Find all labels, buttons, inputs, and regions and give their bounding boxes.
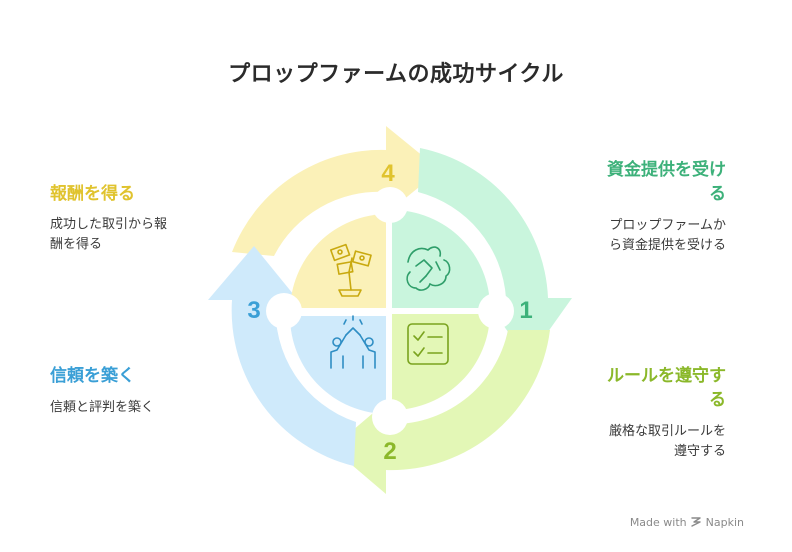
napkin-credit[interactable]: Made with Napkin xyxy=(630,516,744,529)
step-title-2-line2: る xyxy=(709,390,726,410)
money-plant-icon xyxy=(329,243,372,297)
handshake-icon xyxy=(406,246,451,291)
step-number-1: 1 xyxy=(519,297,532,324)
napkin-brand-label: Napkin xyxy=(705,516,744,529)
inner-quadrant-1 xyxy=(392,210,490,308)
inner-quadrant-4 xyxy=(290,214,388,312)
step-title-1: 資金提供を受け る xyxy=(607,158,726,206)
step-desc-4: 成功した取引から報 酬を得る xyxy=(50,215,167,255)
step-number-3: 3 xyxy=(247,297,260,324)
step-desc-2-line1: 厳格な取引ルールを xyxy=(608,424,726,439)
cycle-segment-3 xyxy=(208,246,356,466)
step-desc-1-line2: ら資金提供を受ける xyxy=(608,238,726,253)
step-desc-1-line1: プロップファームか xyxy=(609,218,726,233)
high-five-icon xyxy=(330,315,376,369)
step-title-3: 信頼を築く xyxy=(50,366,135,386)
step-desc-4-line2: 酬を得る xyxy=(50,237,103,252)
step-desc-2: 厳格な取引ルールを 遵守する xyxy=(609,422,726,462)
step-number-2: 2 xyxy=(383,438,396,465)
step-title-2: ルールを遵守す る xyxy=(607,364,726,412)
step-desc-3: 信頼と評判を築く xyxy=(50,400,155,415)
step-title-1-line2: る xyxy=(709,184,726,204)
step-desc-4-line1: 成功した取引から報 xyxy=(50,217,168,232)
cycle-segment-4 xyxy=(232,126,440,256)
napkin-logo-icon xyxy=(691,517,701,527)
step-title-4: 報酬を得る xyxy=(50,184,135,204)
step-title-2-line1: ルールを遵守す xyxy=(607,366,726,386)
inner-quadrant-2 xyxy=(392,312,490,410)
step-title-1-line1: 資金提供を受け xyxy=(607,160,726,180)
step-desc-2-line2: 遵守する xyxy=(673,444,726,459)
made-with-label: Made with xyxy=(629,516,687,529)
checklist-icon xyxy=(407,323,449,365)
diagram-title: プロップファームの成功サイクル xyxy=(228,62,564,87)
cycle-segment-2 xyxy=(332,330,550,494)
cycle-segment-1 xyxy=(418,148,572,360)
step-number-4: 4 xyxy=(381,160,395,187)
step-desc-1: プロップファームか ら資金提供を受ける xyxy=(609,216,726,256)
